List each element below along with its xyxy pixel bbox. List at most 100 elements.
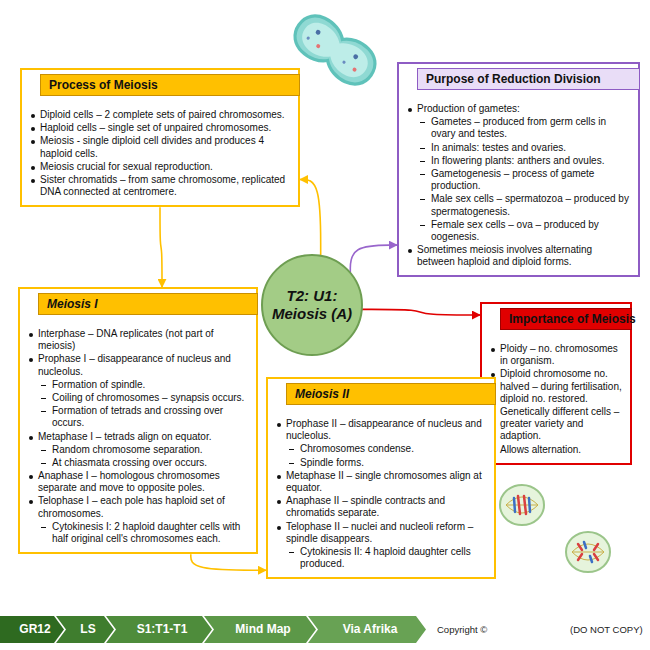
footer-text: S1:T1-T1 — [106, 616, 212, 643]
bullet-text: Cytokinesis I: 2 haploid daughter cells … — [52, 521, 240, 544]
list-item: Meiosis crucial for sexual reproduction. — [30, 161, 290, 173]
bullet-text: Cytokinesis II: 4 haploid daughter cells… — [300, 546, 471, 569]
bullet-text: Telophase I – each pole has haploid set … — [38, 495, 225, 518]
bullet-text: Random chromosome separation. — [52, 444, 203, 455]
bullet-text: In flowering plants: anthers and ovules. — [431, 155, 604, 166]
bullet-text: Sometimes meiosis involves alternating b… — [417, 244, 592, 267]
bullet-text: Chromosomes condense. — [300, 443, 414, 454]
list-item: Prophase I – disappearance of nucleus an… — [28, 353, 248, 377]
bullet-text: Diploid cells – 2 complete sets of paire… — [40, 109, 285, 120]
bullet-marker — [277, 423, 281, 427]
bullet-text: In animals: testes and ovaries. — [431, 142, 566, 153]
dash-marker — [420, 199, 425, 200]
box-heading: Process of Meiosis — [40, 74, 300, 96]
dash-marker — [289, 463, 294, 464]
list-item: Telophase II – nuclei and nucleoli refor… — [276, 521, 486, 545]
footer-text: LS — [56, 616, 114, 643]
footer-text: Via Afrika — [308, 616, 426, 643]
box-heading: Importance of Meiosis — [500, 308, 632, 330]
bullet-text: Diploid chromosome no. halved – during f… — [500, 368, 622, 403]
bullet-text: Haploid cells – single set of unpaired c… — [40, 122, 271, 133]
bullet-marker — [31, 114, 35, 118]
list-item: Prophase II – disappearance of nucleus a… — [276, 418, 486, 442]
dash-marker — [41, 398, 46, 399]
list-item: Coiling of chromosomes – synapsis occurs… — [28, 392, 248, 404]
list-item: Formation of spindle. — [28, 379, 248, 391]
footer-chevron: GR12 — [0, 616, 64, 643]
bullet-text: Interphase – DNA replicates (not part of… — [38, 328, 214, 351]
bullet-text: Allows alternation. — [500, 444, 581, 455]
box-heading: Purpose of Reduction Division — [417, 68, 640, 90]
bullet-text: At chiasmata crossing over occurs. — [52, 457, 207, 468]
list-item: Gametogenesis – process of gamete produc… — [407, 168, 630, 192]
dash-marker — [420, 225, 425, 226]
dividing-cell — [287, 8, 383, 92]
connector-arrow — [362, 309, 480, 315]
list-item: Genetically different cells – greater va… — [490, 406, 622, 443]
central-circle: T2: U1: Meiosis (A) — [260, 253, 364, 357]
list-item: Interphase – DNA replicates (not part of… — [28, 328, 248, 352]
box-heading: Meiosis I — [38, 293, 258, 315]
bullet-text: Formation of tetrads and crossing over o… — [52, 405, 223, 428]
footer-chevron: Via Afrika — [308, 616, 426, 643]
list-item: Ploidy – no. chromosomes in organism. — [490, 343, 622, 367]
bullet-marker — [277, 500, 281, 504]
bullet-marker — [277, 475, 281, 479]
bullet-marker — [31, 140, 35, 144]
list-item: Metaphase II – single chromosomes align … — [276, 470, 486, 494]
bullet-text: Metaphase I – tetrads align on equator. — [38, 431, 211, 442]
bullet-text: Male sex cells – spermatozoa – produced … — [431, 193, 629, 216]
dash-marker — [420, 148, 425, 149]
bullet-text: Anaphase II – spindle contracts and chro… — [286, 495, 445, 518]
bullet-text: Formation of spindle. — [52, 379, 145, 390]
bullet-text: Metaphase II – single chromosomes align … — [286, 470, 482, 493]
bullet-text: Meiosis - single diploid cell divides an… — [40, 135, 264, 158]
list-item: Anaphase II – spindle contracts and chro… — [276, 495, 486, 519]
bullet-text: Female sex cells – ova – produced by oog… — [431, 219, 599, 242]
list-item: Production of gametes: — [407, 103, 630, 115]
bullet-marker — [29, 475, 33, 479]
bullet-text: Gametogenesis – process of gamete produc… — [431, 168, 594, 191]
bullet-marker — [31, 127, 35, 131]
topic-box: Importance of MeiosisPloidy – no. chromo… — [480, 302, 632, 465]
list-item: Spindle forms. — [276, 457, 486, 469]
dash-marker — [41, 450, 46, 451]
list-item: Cytokinesis I: 2 haploid daughter cells … — [28, 521, 248, 545]
bullet-marker — [408, 249, 412, 253]
list-item: Allows alternation. — [490, 444, 622, 456]
list-item: Meiosis - single diploid cell divides an… — [30, 135, 290, 159]
footer-text: Mind Map — [204, 616, 316, 643]
topic-box: Purpose of Reduction DivisionProduction … — [397, 62, 640, 277]
list-item: Telophase I – each pole has haploid set … — [28, 495, 248, 519]
bullet-text: Spindle forms. — [300, 457, 364, 468]
list-item: Diploid cells – 2 complete sets of paire… — [30, 109, 290, 121]
list-item: Metaphase I – tetrads align on equator. — [28, 431, 248, 443]
bullet-text: Production of gametes: — [417, 103, 520, 114]
bullet-text: Coiling of chromosomes – synapsis occurs… — [52, 392, 244, 403]
bullet-marker — [29, 500, 33, 504]
bullet-marker — [31, 166, 35, 170]
bullet-marker — [491, 348, 495, 352]
bullet-text: Prophase I – disappearance of nucleus an… — [38, 353, 231, 376]
bullet-text: Prophase II – disappearance of nucleus a… — [286, 418, 482, 441]
footer-text: GR12 — [0, 616, 64, 643]
dash-marker — [420, 174, 425, 175]
list-item: Female sex cells – ova – produced by oog… — [407, 219, 630, 243]
bullet-text: Anaphase I – homologous chromosomes sepa… — [38, 470, 220, 493]
dash-marker — [41, 463, 46, 464]
connector-arrow — [191, 554, 266, 570]
list-item: Formation of tetrads and crossing over o… — [28, 405, 248, 429]
bullet-marker — [29, 358, 33, 362]
topic-box: Meiosis I Interphase – DNA replicates (no… — [18, 287, 258, 554]
bullet-marker — [29, 436, 33, 440]
list-item: At chiasmata crossing over occurs. — [28, 457, 248, 469]
connector-arrow — [300, 179, 321, 255]
list-item: In animals: testes and ovaries. — [407, 142, 630, 154]
bullet-text: Meiosis crucial for sexual reproduction. — [40, 161, 213, 172]
topic-box: Meiosis IIProphase II – disappearance of… — [266, 377, 496, 579]
dash-marker — [41, 385, 46, 386]
dash-marker — [41, 411, 46, 412]
list-item: Anaphase I – homologous chromosomes sepa… — [28, 470, 248, 494]
footer-note: Copyright © — [437, 624, 487, 635]
